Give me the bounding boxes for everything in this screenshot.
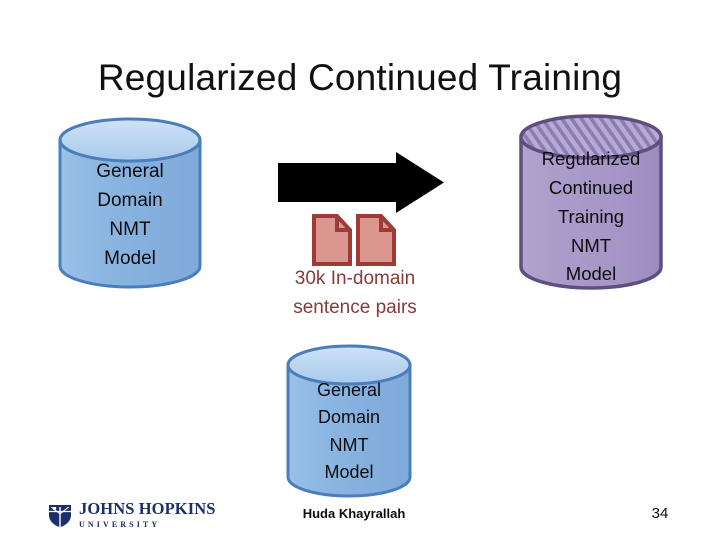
training-data-caption: 30k In-domain sentence pairs <box>250 264 460 323</box>
caption-line: 30k In-domain <box>294 268 416 289</box>
documents-icon <box>312 214 396 266</box>
regularizer-model-cylinder[interactable]: General Domain NMT Model <box>285 344 413 498</box>
jhu-shield-icon <box>48 504 72 528</box>
jhu-wordmark-main: JOHNS HOPKINS <box>79 499 216 519</box>
caption-line: sentence pairs <box>293 297 417 319</box>
right-arrow-icon <box>278 152 444 213</box>
database-cylinder-icon <box>58 117 202 289</box>
page-number: 34 <box>651 505 669 522</box>
database-cylinder-icon <box>519 114 663 290</box>
source-model-cylinder[interactable]: General Domain NMT Model <box>57 117 203 289</box>
database-cylinder-icon <box>286 344 412 498</box>
page-title: Regularized Continued Training <box>97 57 623 98</box>
jhu-logo: JOHNS HOPKINS UNIVERSITY <box>47 500 215 530</box>
author-name: Huda Khayrallah <box>302 506 406 521</box>
jhu-wordmark: JOHNS HOPKINS UNIVERSITY <box>79 501 216 529</box>
result-model-cylinder[interactable]: Regularized Continued Training NMT Model <box>518 114 664 291</box>
jhu-wordmark-sub: UNIVERSITY <box>79 519 161 529</box>
